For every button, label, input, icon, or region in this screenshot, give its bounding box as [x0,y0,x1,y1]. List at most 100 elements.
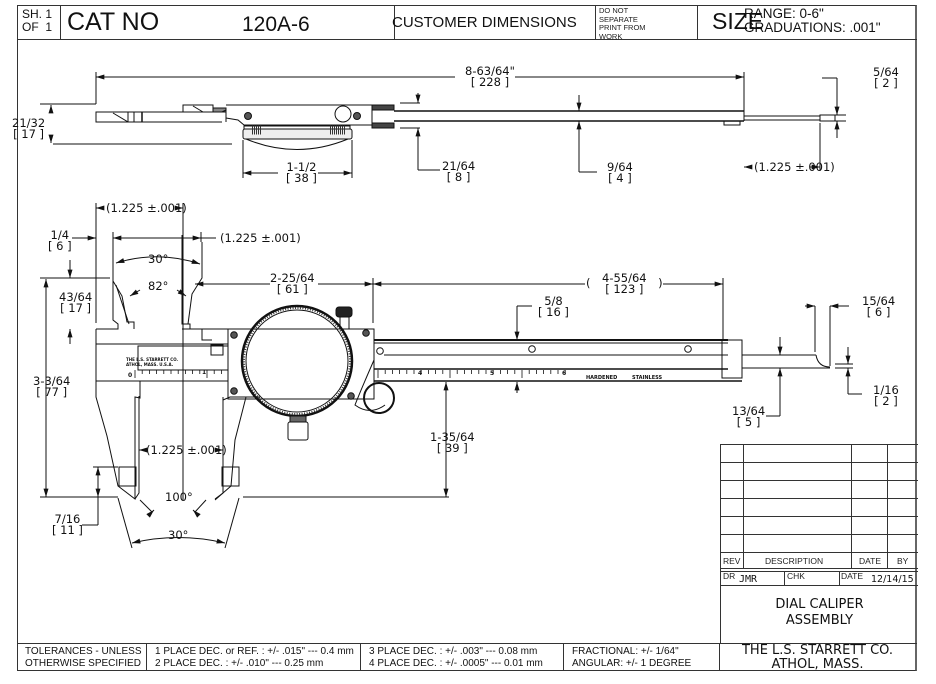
angle-top-outer: 30° [148,252,169,266]
description-label: DESCRIPTION [765,556,824,566]
dim-jaw-tip: 7/16[ 11 ] [52,512,83,536]
dim-mm: [ 77 ] [36,385,68,399]
dim-slider-thickness: 21/64[ 8 ] [442,159,476,184]
dim-mm: [ 5 ] [736,415,761,429]
dim-inside-jaw-len: 43/64[ 17 ] [59,290,93,315]
dim-mm: [ 38 ] [286,171,317,185]
dim-rod-height: 13/64[ 5 ] [732,404,766,429]
scale-num-0: 0 [128,372,132,379]
angle-bottom-outer: 30° [168,528,189,542]
dr-value: JMR [739,574,758,585]
scale-text-hardened: HARDENED [586,375,617,381]
rev-label: REV [723,556,741,566]
dim-in: 7/16 [54,512,81,526]
dim-depth-rod-ext: (1.225 ±.001) [754,160,835,174]
dim-beam-width: 5/8[ 16 ] [538,294,569,319]
company-name: THE L.S. STARRETT CO. [741,643,893,658]
front-view [40,203,862,549]
size-label: SIZE [712,8,764,34]
dim-in: 5/64 [873,65,899,79]
drawing-title: DIAL CALIPER ASSEMBLY [721,597,918,629]
dim-mm: [ 6 ] [866,305,891,319]
tol-label-1: TOLERANCES - UNLESS [25,646,142,657]
dim-mm: [ 123 ] [605,282,644,296]
date2-value: 12/14/15 [871,574,914,585]
dim-rod-thickness: 5/64[ 2 ] [873,65,899,90]
tol-label-2: OTHERWISE SPECIFIED [25,658,141,669]
dim-in: 43/64 [59,290,93,304]
dim-in: 2-25/64 [270,271,315,285]
range-info: RANGE: 0-6" GRADUATIONS: .001" [744,7,881,35]
tol-decimals-3-4: 3 PLACE DEC. : +/- .003" --- 0.08 mm 4 P… [361,644,564,671]
dim-beam-remaining: ( 4-55/64 [ 123 ] ) [586,271,663,296]
scale-text-stainless: STAINLESS [632,375,663,381]
dim-inside-jaw-gap: (1.225 ±.001) [220,231,301,245]
scale-num-5: 5 [490,370,494,377]
dim-top-jaw-gap: (1.225 ±.001) [106,201,187,215]
dim-mm: [ 61 ] [276,282,308,296]
cat-no-value: 120A-6 [242,13,310,36]
dim-in: 4-55/64 [602,271,647,285]
dim-in: 21/32 [12,116,46,130]
title-line-2: ASSEMBLY [785,613,854,628]
dim-outside-jaw-gap: (1.225 ±.001) [146,443,227,457]
dim-mm: [ 2 ] [874,76,898,90]
scale-ticks-left [134,370,222,378]
tol-decimals-1-2: 1 PLACE DEC. or REF. : +/- .015" --- 0.4… [147,644,361,671]
dim-mm: [ 2 ] [874,394,898,408]
dim-mm: [ 16 ] [538,305,569,319]
chk-label: CHK [787,571,805,581]
dim-beam-thickness: 9/64[ 4 ] [607,160,633,185]
company-cell: THE L.S. STARRETT CO. ATHOL, MASS. [720,643,915,672]
dim-in: 1-35/64 [430,430,475,444]
dns-line-1: DO NOT [599,6,629,15]
dim-in: 15/64 [862,294,896,308]
scale-num-6: 6 [562,370,566,377]
company-location: ATHOL, MASS. [771,657,864,672]
dim-overall-length: 8-63/64"[ 228 ] [465,64,515,88]
dim-in: 21/64 [442,159,476,173]
header-bar: SH. 1 OF 1 CAT NO 120A-6 CUSTOMER DIMENS… [17,5,917,40]
top-view [40,72,846,178]
dim-mm: [ 8 ] [446,170,471,184]
dim-in: 13/64 [732,404,766,418]
drawing-frame [17,5,917,671]
cat-no-label: CAT NO [67,8,160,36]
dim-in: 1/16 [873,383,899,397]
title-block: REV DESCRIPTION DATE BY DR JMR CHK DATE … [720,444,918,643]
dim-in: 1-1/2 [286,160,317,174]
dim-beam-to-jaw: 1-35/64[ 39 ] [430,430,475,454]
dim-mm: [ 4 ] [608,171,632,185]
tolerances-bar: TOLERANCES - UNLESS OTHERWISE SPECIFIED … [17,643,917,672]
scale-labels: THE L.S. STARRETT CO. ATHOL, MASS. U.S.A… [126,357,663,381]
angle-top-inner: 82° [148,279,169,293]
dim-in: 5/8 [544,294,563,308]
scale-num-4: 4 [418,370,422,377]
dim-in: 8-63/64" [465,64,515,78]
paren-close: ) [658,276,663,290]
dr-label: DR [723,571,736,581]
dim-rod-tip: 1/16[ 2 ] [873,383,899,408]
dns-line-4: WORK [599,31,623,41]
sheet-number: 1 [45,7,53,21]
dns-line-2: SEPARATE [599,14,638,24]
scale-ticks-beam [377,370,566,378]
of-number: 1 [45,20,53,34]
dim-mm: [ 17 ] [60,301,92,315]
dim-in: 9/64 [607,160,633,174]
dim-inside-jaw-width: 1/4[ 6 ] [48,228,72,253]
dim-mm: [ 6 ] [48,239,72,253]
tol-two-place: 2 PLACE DEC. : +/- .010" --- 0.25 mm [155,658,324,669]
range-text: RANGE: 0-6" [744,6,824,21]
fixed-jaw-logo-2: ATHOL, MASS. U.S.A. [126,362,174,367]
dim-in: 1/4 [50,228,70,242]
tol-one-place: 1 PLACE DEC. or REF. : +/- .015" --- 0.4… [155,646,354,657]
tol-four-place: 4 PLACE DEC. : +/- .0005" --- 0.01 mm [369,658,543,669]
by-label: BY [897,556,909,566]
angle-bottom-inner: 100° [165,490,193,504]
do-not-separate-cell: DO NOT SEPARATE PRINT FROM WORK [596,5,698,41]
dim-mm: [ 17 ] [13,127,45,141]
customer-dimensions-label: CUSTOMER DIMENSIONS [392,14,577,31]
dim-overall-height: 3-3/64[ 77 ] [33,375,70,399]
